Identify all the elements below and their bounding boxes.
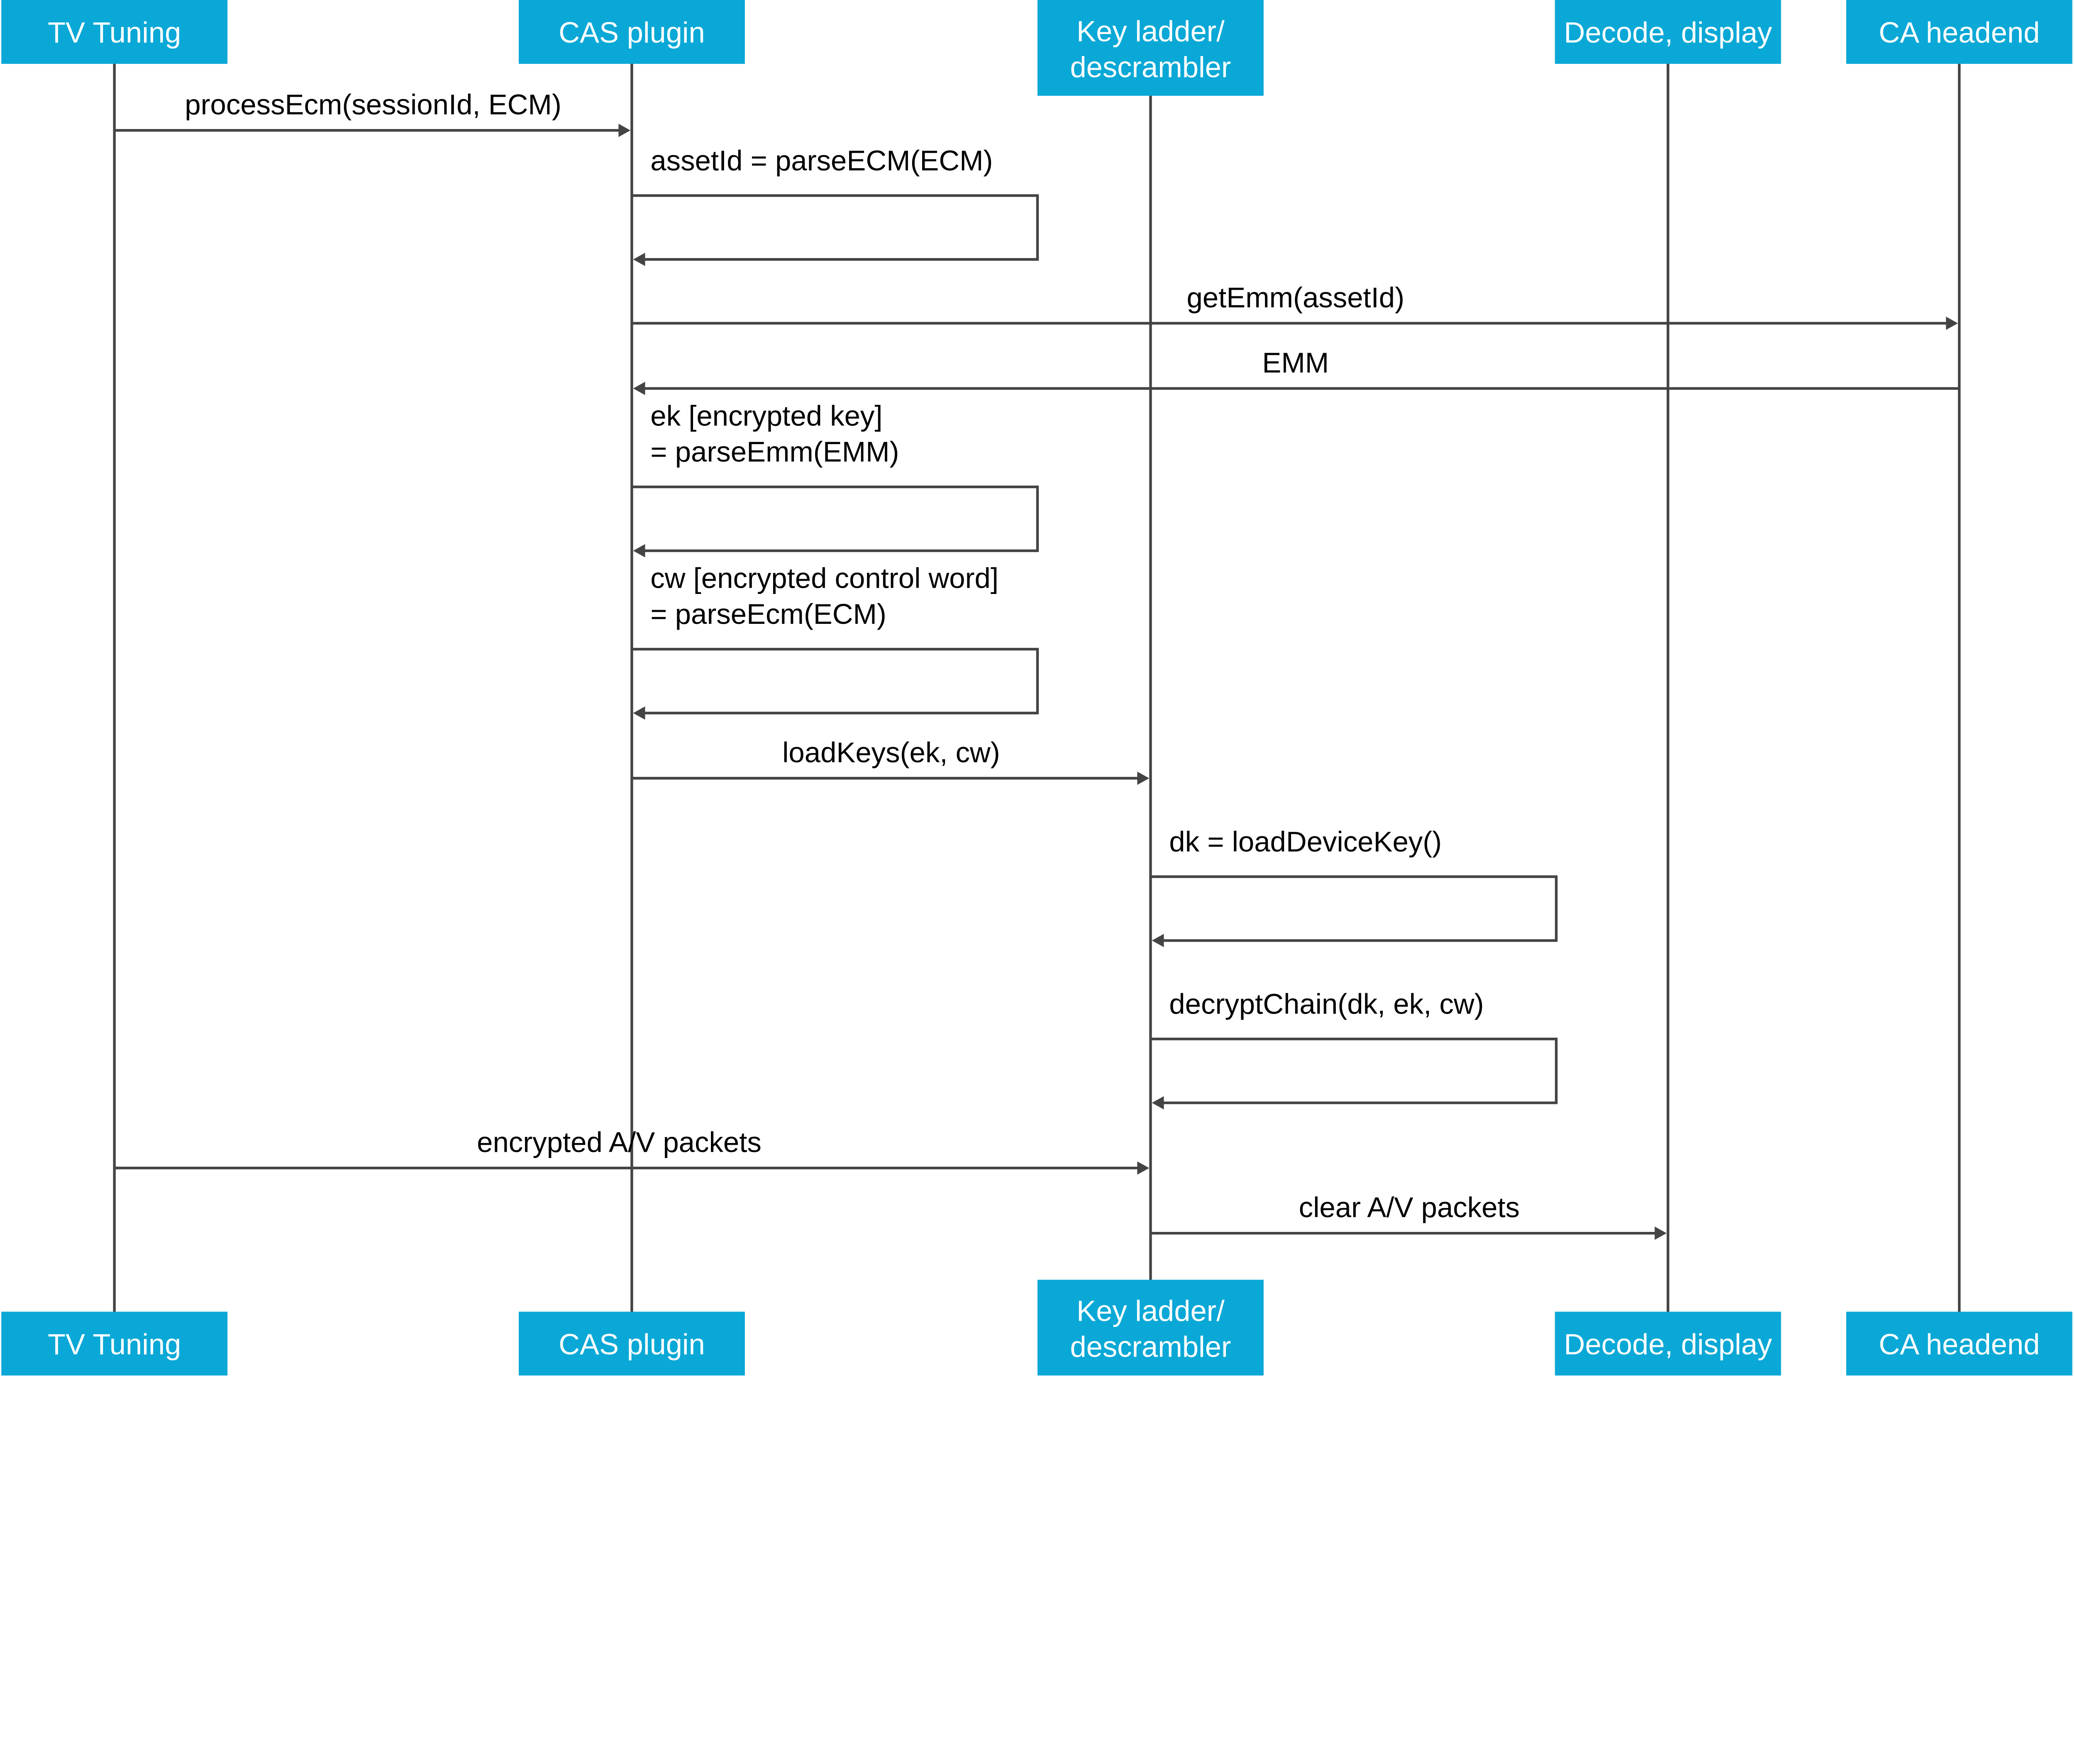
participant-box xyxy=(1555,0,1781,64)
participant-ca-top: CA headend xyxy=(1846,0,2073,64)
participant-box xyxy=(1037,1280,1264,1376)
message-label: processEcm(sessionId, ECM) xyxy=(185,89,561,121)
participant-label: CA headend xyxy=(1879,16,2040,49)
message-label: cw [encrypted control word] xyxy=(650,562,998,594)
participant-box xyxy=(1846,1312,2073,1376)
message-label: = parseEmm(EMM) xyxy=(650,436,899,468)
participant-tv-top: TV Tuning xyxy=(1,0,228,64)
arrowhead-icon xyxy=(1137,771,1150,785)
participant-tv-bottom: TV Tuning xyxy=(1,1312,228,1376)
arrowhead-icon xyxy=(633,706,645,720)
participant-label: Decode, display xyxy=(1564,16,1772,49)
message-5: ek [encrypted key] = parseEmm(EMM) xyxy=(632,400,1039,557)
message-label: getEmm(assetId) xyxy=(1186,281,1404,313)
participant-box xyxy=(1846,0,2073,64)
message-label: encrypted A/V packets xyxy=(477,1126,762,1158)
participant-label: TV Tuning xyxy=(48,16,181,49)
participant-box xyxy=(1,0,228,64)
message-2: assetId = parseECM(ECM) xyxy=(632,144,1039,266)
self-message-arrow xyxy=(632,194,1039,261)
participant-label: Decode, display xyxy=(1564,1328,1772,1361)
participant-label: TV Tuning xyxy=(48,1328,181,1361)
message-label: assetId = parseECM(ECM) xyxy=(650,144,993,176)
sequence-diagram: processEcm(sessionId, ECM) assetId = pars… xyxy=(1,0,2073,1376)
self-message-arrow xyxy=(632,647,1039,715)
participant-box xyxy=(1555,1312,1781,1376)
participant-label: CAS plugin xyxy=(559,1328,705,1361)
participant-label: CA headend xyxy=(1879,1328,2040,1361)
participant-dec-top: Decode, display xyxy=(1555,0,1781,64)
participant-box xyxy=(1037,0,1264,96)
participant-label: Key ladder/ xyxy=(1077,1295,1225,1327)
arrowhead-icon xyxy=(633,381,645,395)
message-label: dk = loadDeviceKey() xyxy=(1169,826,1442,858)
message-11: clear A/V packets xyxy=(1150,1192,1667,1240)
message-label: decryptChain(dk, ek, cw) xyxy=(1169,988,1484,1020)
message-10: encrypted A/V packets xyxy=(114,1126,1150,1175)
message-9: decryptChain(dk, ek, cw) xyxy=(1150,988,1558,1110)
messages: processEcm(sessionId, ECM) assetId = pars… xyxy=(114,89,1960,1240)
arrowhead-icon xyxy=(1152,1096,1164,1110)
arrowhead-icon xyxy=(1655,1226,1667,1240)
participant-box xyxy=(1,1312,228,1376)
participant-box xyxy=(518,0,745,64)
participant-ca-bottom: CA headend xyxy=(1846,1312,2073,1376)
message-label: EMM xyxy=(1262,347,1329,379)
self-message-arrow xyxy=(1150,875,1558,942)
message-label: loadKeys(ek, cw) xyxy=(782,737,1000,769)
self-message-arrow xyxy=(632,485,1039,552)
participant-label: descrambler xyxy=(1070,1330,1231,1363)
message-label: clear A/V packets xyxy=(1299,1192,1520,1224)
arrowhead-icon xyxy=(618,124,631,137)
self-message-arrow xyxy=(1150,1037,1558,1104)
arrowhead-icon xyxy=(1137,1161,1150,1175)
message-label: ek [encrypted key] xyxy=(650,400,882,432)
message-7: loadKeys(ek, cw) xyxy=(632,737,1150,785)
participant-key-top: Key ladder/descrambler xyxy=(1037,0,1264,96)
participant-cas-bottom: CAS plugin xyxy=(518,1312,745,1376)
message-1: processEcm(sessionId, ECM) xyxy=(114,89,631,137)
participant-label: descrambler xyxy=(1070,51,1231,83)
participant-box xyxy=(518,1312,745,1376)
participant-dec-bottom: Decode, display xyxy=(1555,1312,1781,1376)
arrowhead-icon xyxy=(1152,933,1164,948)
participant-key-bottom: Key ladder/descrambler xyxy=(1037,1280,1264,1376)
message-3: getEmm(assetId) xyxy=(632,281,1958,330)
arrowhead-icon xyxy=(633,544,645,557)
participant-cas-top: CAS plugin xyxy=(518,0,745,64)
arrowhead-icon xyxy=(1946,316,1958,330)
message-8: dk = loadDeviceKey() xyxy=(1150,826,1558,948)
participant-label: Key ladder/ xyxy=(1077,15,1225,47)
message-6: cw [encrypted control word] = parseEcm(EC… xyxy=(632,562,1039,720)
message-label: = parseEcm(ECM) xyxy=(650,598,886,630)
message-4: EMM xyxy=(633,347,1960,395)
arrowhead-icon xyxy=(633,252,645,266)
participant-label: CAS plugin xyxy=(559,16,705,49)
lifelines xyxy=(113,53,1961,1317)
